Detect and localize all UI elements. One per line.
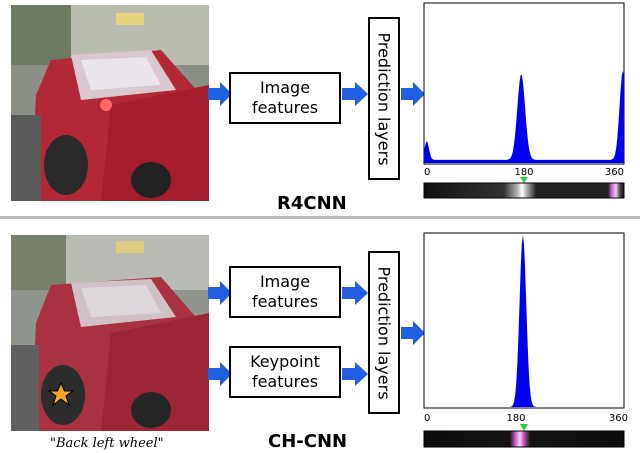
arrow-icon — [208, 281, 232, 305]
distribution-colorbar-top — [423, 182, 625, 199]
viewpoint-plot-bottom: 0 180 360 — [423, 232, 628, 448]
arrow-icon — [401, 82, 425, 106]
distribution-area-bottom — [424, 235, 624, 407]
ground-truth-marker-bottom — [520, 424, 528, 431]
keypoint-star-icon — [47, 381, 75, 407]
xtick-label: 180 — [506, 413, 525, 424]
arrow-icon — [401, 321, 425, 345]
taxi-photo-top — [11, 5, 209, 201]
prediction-layers-box-top: Prediction layers — [368, 17, 400, 180]
prediction-layers-label-bottom: Prediction layers — [374, 265, 394, 400]
xtick-label: 180 — [514, 167, 533, 178]
arrow-icon — [342, 82, 368, 106]
image-features-label-bottom: Image features — [251, 272, 319, 311]
xtick-label: 360 — [609, 413, 628, 424]
viewpoint-plot-top: 0 180 360 — [423, 2, 625, 199]
arrow-icon — [342, 362, 368, 386]
r4cnn-title: R4CNN — [277, 193, 347, 214]
arrow-icon — [208, 82, 232, 106]
image-features-box-top: Image features — [229, 72, 341, 124]
taxi-photo-bottom — [11, 235, 209, 431]
keypoint-features-box: Keypoint features — [229, 346, 341, 398]
section-divider — [0, 216, 640, 219]
xtick-label: 0 — [424, 413, 430, 424]
image-features-label-top: Image features — [251, 78, 319, 117]
xtick-label: 0 — [424, 167, 430, 178]
arrow-icon — [342, 281, 368, 305]
distribution-area-top — [424, 70, 624, 163]
ground-truth-marker-top — [520, 177, 528, 183]
arrow-icon — [208, 362, 232, 386]
prediction-layers-box-bottom: Prediction layers — [368, 251, 400, 414]
prediction-layers-label-top: Prediction layers — [374, 31, 394, 166]
ch-cnn-title: CH-CNN — [268, 431, 348, 452]
keypoint-caption: "Back left wheel" — [50, 436, 164, 451]
xtick-label: 360 — [605, 167, 624, 178]
keypoint-features-label: Keypoint features — [250, 352, 320, 391]
arrow-shape — [208, 82, 232, 106]
image-features-box-bottom: Image features — [229, 266, 341, 318]
distribution-colorbar-bottom — [423, 430, 625, 448]
